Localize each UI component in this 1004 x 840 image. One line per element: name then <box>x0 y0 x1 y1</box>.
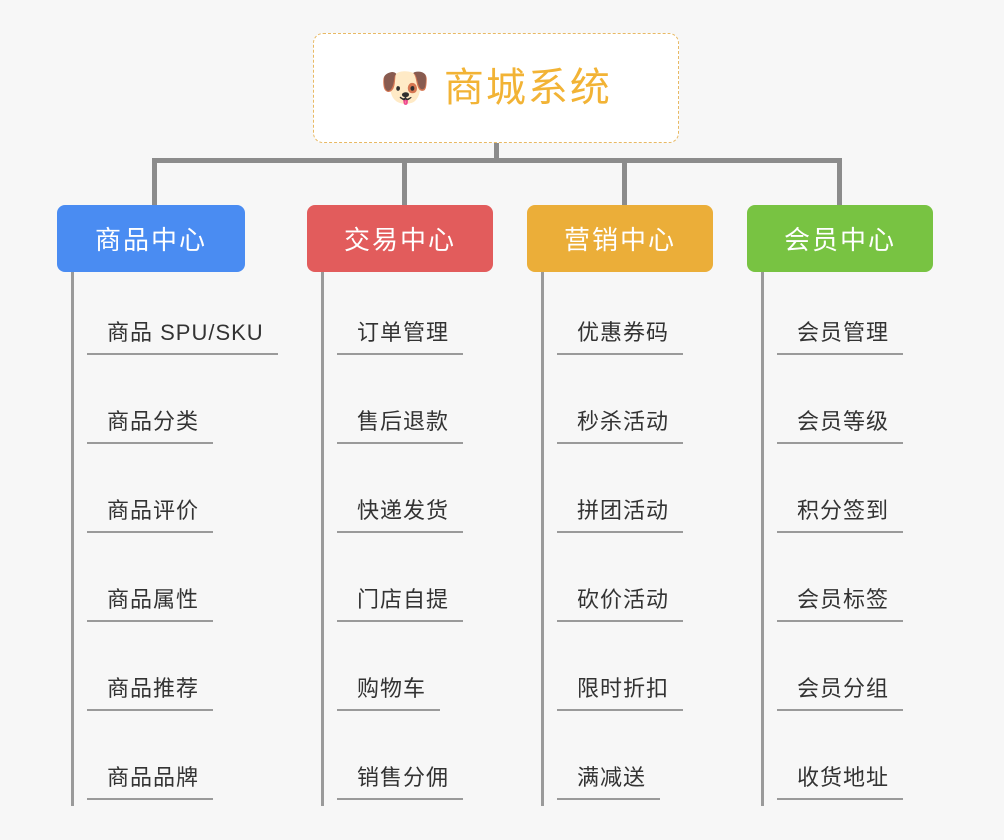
list-item[interactable]: 商品推荐 <box>87 628 283 717</box>
list-item[interactable]: 会员分组 <box>777 628 973 717</box>
list-item[interactable]: 会员等级 <box>777 361 973 450</box>
list-item-label: 会员标签 <box>777 582 904 622</box>
list-item[interactable]: 购物车 <box>337 628 533 717</box>
leaf-list-member-center: 会员管理 会员等级 积分签到 会员标签 会员分组 收货地址 <box>761 272 973 806</box>
list-item[interactable]: 满减送 <box>557 717 753 806</box>
list-item-label: 销售分佣 <box>337 760 464 800</box>
list-item-label: 快递发货 <box>337 493 464 533</box>
list-item[interactable]: 拼团活动 <box>557 450 753 539</box>
list-item-label: 售后退款 <box>337 404 464 444</box>
list-item-label: 门店自提 <box>337 582 464 622</box>
list-item[interactable]: 砍价活动 <box>557 539 753 628</box>
list-item[interactable]: 门店自提 <box>337 539 533 628</box>
list-item-label: 会员管理 <box>777 315 904 355</box>
root-node-mall-system[interactable]: 🐶 商城系统 <box>313 33 679 143</box>
leaf-list-product-center: 商品 SPU/SKU 商品分类 商品评价 商品属性 商品推荐 商品品牌 <box>71 272 283 806</box>
list-item[interactable]: 销售分佣 <box>337 717 533 806</box>
list-item[interactable]: 优惠券码 <box>557 300 753 361</box>
column-header-member-center[interactable]: 会员中心 <box>747 205 933 272</box>
column-product-center: 商品中心 商品 SPU/SKU 商品分类 商品评价 商品属性 商品推荐 商品品牌 <box>57 205 285 806</box>
list-item-label: 购物车 <box>337 671 441 711</box>
column-header-trade-center[interactable]: 交易中心 <box>307 205 493 272</box>
root-node-title: 商城系统 <box>443 66 612 110</box>
column-header-product-center[interactable]: 商品中心 <box>57 205 245 272</box>
list-item[interactable]: 收货地址 <box>777 717 973 806</box>
list-item[interactable]: 商品属性 <box>87 539 283 628</box>
list-item[interactable]: 订单管理 <box>337 300 533 361</box>
leaf-list-marketing-center: 优惠券码 秒杀活动 拼团活动 砍价活动 限时折扣 满减送 <box>541 272 753 806</box>
column-member-center: 会员中心 会员管理 会员等级 积分签到 会员标签 会员分组 收货地址 <box>747 205 975 806</box>
list-item[interactable]: 积分签到 <box>777 450 973 539</box>
connector-root-stem <box>494 143 499 161</box>
column-marketing-center: 营销中心 优惠券码 秒杀活动 拼团活动 砍价活动 限时折扣 满减送 <box>527 205 755 806</box>
connector-horizontal-bar <box>152 158 842 163</box>
list-item-label: 会员分组 <box>777 671 904 711</box>
list-item-label: 商品分类 <box>87 404 214 444</box>
list-item[interactable]: 商品品牌 <box>87 717 283 806</box>
connector-drop-trade-center <box>402 158 407 205</box>
list-item-label: 商品 SPU/SKU <box>87 315 278 355</box>
list-item-label: 商品属性 <box>87 582 214 622</box>
column-trade-center: 交易中心 订单管理 售后退款 快递发货 门店自提 购物车 销售分佣 <box>307 205 535 806</box>
list-item[interactable]: 会员标签 <box>777 539 973 628</box>
list-item-label: 商品品牌 <box>87 760 214 800</box>
dog-face-icon: 🐶 <box>380 66 430 110</box>
connector-drop-product-center <box>152 158 157 205</box>
list-item-label: 商品评价 <box>87 493 214 533</box>
list-item-label: 满减送 <box>557 760 661 800</box>
list-item[interactable]: 秒杀活动 <box>557 361 753 450</box>
list-item-label: 限时折扣 <box>557 671 684 711</box>
list-item[interactable]: 商品 SPU/SKU <box>87 300 283 361</box>
leaf-list-trade-center: 订单管理 售后退款 快递发货 门店自提 购物车 销售分佣 <box>321 272 533 806</box>
list-item-label: 订单管理 <box>337 315 464 355</box>
list-item-label: 拼团活动 <box>557 493 684 533</box>
list-item-label: 会员等级 <box>777 404 904 444</box>
list-item-label: 优惠券码 <box>557 315 684 355</box>
list-item[interactable]: 会员管理 <box>777 300 973 361</box>
list-item-label: 积分签到 <box>777 493 904 533</box>
list-item[interactable]: 限时折扣 <box>557 628 753 717</box>
list-item-label: 砍价活动 <box>557 582 684 622</box>
list-item-label: 秒杀活动 <box>557 404 684 444</box>
list-item[interactable]: 商品评价 <box>87 450 283 539</box>
list-item-label: 商品推荐 <box>87 671 214 711</box>
list-item-label: 收货地址 <box>777 760 904 800</box>
list-item[interactable]: 售后退款 <box>337 361 533 450</box>
list-item[interactable]: 快递发货 <box>337 450 533 539</box>
column-header-marketing-center[interactable]: 营销中心 <box>527 205 713 272</box>
connector-drop-member-center <box>837 158 842 205</box>
list-item[interactable]: 商品分类 <box>87 361 283 450</box>
connector-drop-marketing-center <box>622 158 627 205</box>
